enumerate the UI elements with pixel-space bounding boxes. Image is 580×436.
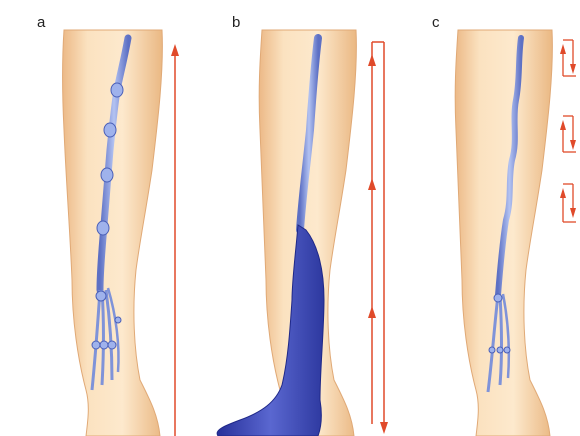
vein-branch-a2 bbox=[102, 290, 104, 385]
panel-label-a: a bbox=[37, 14, 46, 31]
panel-c: c bbox=[432, 14, 576, 436]
arrow-segment-c1 bbox=[560, 40, 576, 76]
panel-a: a bbox=[37, 14, 179, 436]
arrow-segments-c bbox=[560, 40, 576, 222]
arrow-up-a bbox=[171, 44, 179, 436]
panel-label-b: b bbox=[232, 14, 240, 31]
arrow-reflux-b bbox=[368, 42, 388, 434]
arrow-segment-c3 bbox=[560, 184, 576, 222]
panel-b: b bbox=[217, 14, 388, 436]
arrow-segment-c2 bbox=[560, 116, 576, 152]
vein-branch-c2 bbox=[500, 295, 502, 385]
panel-label-c: c bbox=[432, 14, 440, 31]
